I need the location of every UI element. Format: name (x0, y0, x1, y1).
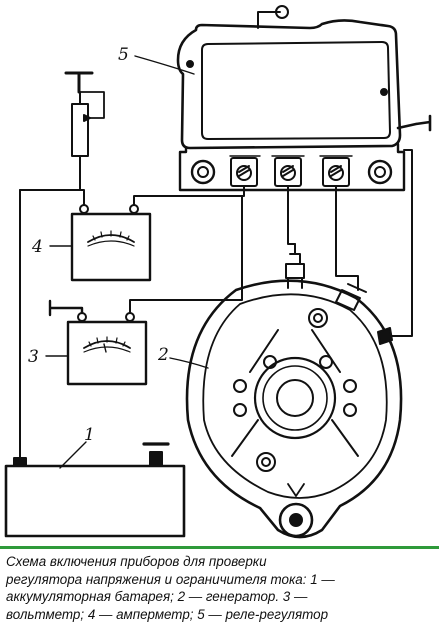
ammeter (70, 204, 152, 282)
wiring (19, 149, 413, 459)
voltmeter (48, 299, 148, 386)
caption-line: вольтметр; 4 — амперметр; 5 — реле-регул… (6, 606, 329, 622)
caption-divider (0, 546, 439, 549)
shunt-resistor (64, 71, 105, 165)
relay-regulator (176, 5, 432, 192)
label-generator: 2 (157, 345, 169, 365)
caption-line: Схема включения приборов для проверки (6, 554, 267, 569)
figure-caption: Схема включения приборов для проверки ре… (6, 553, 434, 623)
label-regulator: 5 (118, 45, 129, 65)
caption-line: регулятора напряжения и ограничителя ток… (6, 571, 335, 587)
callouts (45, 55, 209, 469)
label-ammeter: 4 (31, 237, 43, 257)
generator (185, 243, 403, 539)
label-voltmeter: 3 (28, 347, 39, 367)
caption-line: аккумуляторная батарея; 2 — генератор. 3… (6, 589, 308, 604)
diagram-svg: 5 4 3 2 1 (4, 5, 432, 539)
label-battery: 1 (84, 425, 95, 445)
battery (4, 442, 186, 538)
